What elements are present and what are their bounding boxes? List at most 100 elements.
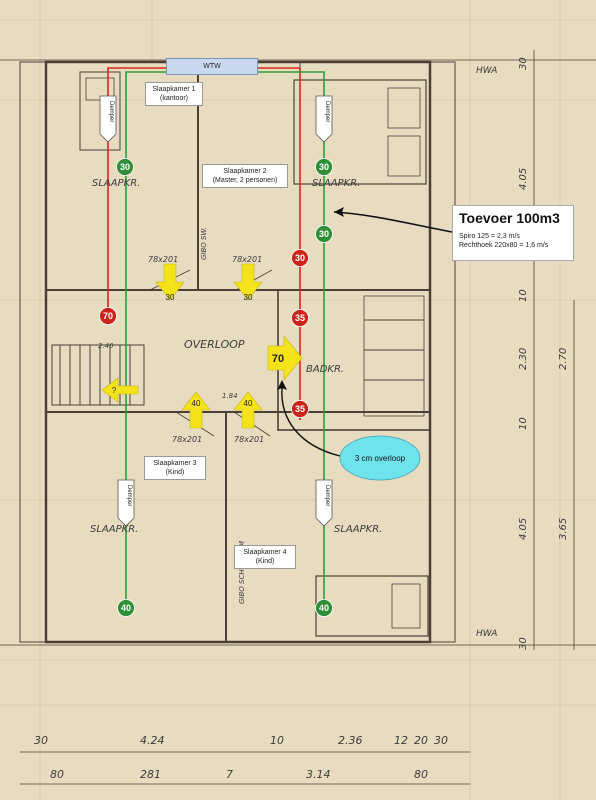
hw-r-405a: 4.05: [518, 168, 529, 190]
hw-b-424: 4.24: [140, 734, 165, 747]
exhaust-duct-right: [250, 67, 301, 420]
hw-r-10a: 10: [518, 289, 529, 302]
room-2-sub: (Master, 2 personen): [212, 177, 278, 184]
arrow-down-right-label: 30: [244, 293, 253, 302]
callout-arrowhead: [334, 207, 344, 217]
hw-r-30bot: 30: [518, 637, 529, 650]
damper-r4: [315, 479, 333, 527]
hw-b-30: 30: [34, 734, 48, 747]
hw-hwa-bottom: HWA: [476, 629, 497, 639]
badge-exhaust-c: 35: [295, 404, 305, 414]
room-3-name: Slaapkamer 3: [153, 460, 197, 467]
dimension-lines: [20, 50, 575, 785]
badge-supply-r1: 30: [120, 162, 130, 172]
hw-c-314: 3.14: [306, 768, 331, 781]
bubble-arrowhead: [277, 380, 287, 390]
supply-duct-right: [250, 71, 325, 610]
damper-label-r3: Demper: [126, 485, 132, 506]
hw-c-281: 281: [140, 768, 161, 781]
hw-slpk4: SLAAPKR.: [334, 524, 382, 535]
callout-arrow: [333, 211, 453, 233]
bubble-arrow: [281, 387, 341, 457]
hw-dim-4: 78x201: [234, 435, 264, 444]
room-4-sub: (Kind): [255, 558, 275, 565]
room-1-sub: (kantoor): [159, 95, 188, 102]
room-label-1: Slaapkamer 1 (kantoor): [145, 82, 203, 106]
hw-slpk3: SLAAPKR.: [90, 524, 138, 535]
callout-title: Toevoer 100m3: [459, 210, 560, 226]
damper-r3: [117, 479, 135, 527]
supply-callout: Toevoer 100m3 Spiro 125 = 2,3 m/s Rechth…: [452, 205, 574, 261]
room-1-name: Slaapkamer 1: [152, 86, 196, 93]
hw-dim-2: 78x201: [232, 255, 262, 264]
hw-c-7: 7: [226, 768, 233, 781]
badge-supply-r2: 30: [319, 162, 329, 172]
room-label-2: Slaapkamer 2 (Master, 2 personen): [202, 164, 288, 188]
damper-label-r2: Demper: [324, 101, 330, 122]
hw-b-20: 20: [414, 734, 428, 747]
hw-r-230: 2.30: [518, 348, 529, 370]
badge-exhaust-left: 70: [103, 311, 113, 321]
hw-r-365: 3.65: [558, 518, 569, 540]
arrow-up-left: [181, 391, 211, 429]
airflow-arrows: [101, 263, 303, 429]
hw-c-80b: 80: [414, 768, 428, 781]
hw-r-270: 2.70: [558, 348, 569, 370]
hw-overloop: OVERLOOP: [184, 338, 245, 351]
hw-dim-3: 78x201: [172, 435, 202, 444]
callout-line-2: Rechthoek 220x80 = 1,6 m/s: [459, 242, 549, 249]
badge-supply-mid: 30: [319, 229, 329, 239]
arrow-up-right: [233, 391, 263, 429]
damper-r2: [315, 95, 333, 143]
hw-b-12: 12: [394, 734, 408, 747]
ducts: [107, 67, 325, 610]
arrow-down-right: [233, 263, 263, 301]
room-3-sub: (Kind): [165, 469, 185, 476]
badge-supply-r3: 40: [121, 603, 131, 613]
damper-label-r4: Demper: [324, 485, 330, 506]
arrow-down-left: [155, 263, 185, 301]
hw-r-405b: 4.05: [518, 518, 529, 540]
dampers: [99, 95, 333, 527]
badge-supply-r4: 40: [319, 603, 329, 613]
hw-hwa-top: HWA: [476, 66, 497, 76]
wtw-unit: WTW: [166, 58, 258, 75]
room-label-3: Slaapkamer 3 (Kind): [144, 456, 206, 480]
hw-badkr: BADKR.: [306, 364, 344, 375]
hw-b-10: 10: [270, 734, 284, 747]
flow-badges: [99, 158, 333, 617]
arrow-big: [267, 335, 303, 381]
hw-184: 1.84: [222, 392, 238, 400]
arrow-down-left-label: 30: [166, 293, 175, 302]
hw-gibo-1: GIBO SW.: [200, 227, 208, 260]
overloop-bubble: [339, 435, 421, 481]
room-2-name: Slaapkamer 2: [223, 168, 267, 175]
arrow-stair: [101, 377, 139, 403]
badge-exhaust-a: 30: [295, 253, 305, 263]
supply-duct-left: [125, 71, 170, 610]
hw-b-30b: 30: [434, 734, 448, 747]
badge-exhaust-b: 35: [295, 313, 305, 323]
hw-slpk1: SLAAPKR.: [92, 178, 140, 189]
exhaust-duct-left: [107, 67, 170, 318]
arrow-up-left-label: 40: [192, 399, 201, 408]
hw-dim-1: 78x201: [148, 255, 178, 264]
room-label-4: Slaapkamer 4 (Kind): [234, 545, 296, 569]
arrow-big-label: 70: [272, 353, 284, 365]
hw-b-236: 2.36: [338, 734, 363, 747]
callout-line-1: Spiro 125 = 2,3 m/s: [459, 233, 520, 240]
hw-240: 2.40: [98, 342, 114, 350]
walls: [0, 59, 596, 646]
overloop-bubble-label: 3 cm overloop: [355, 454, 406, 463]
arrow-up-right-label: 40: [244, 399, 253, 408]
room-4-name: Slaapkamer 4: [243, 549, 287, 556]
hw-c-80: 80: [50, 768, 64, 781]
arrow-stair-label: ?: [112, 386, 117, 395]
damper-label-r1: Demper: [108, 101, 114, 122]
hw-slpk2: SLAAPKR.: [312, 178, 360, 189]
hw-gibo-2: GIBO SCH.W. 7CM: [238, 541, 246, 604]
hw-r-10b: 10: [518, 417, 529, 430]
